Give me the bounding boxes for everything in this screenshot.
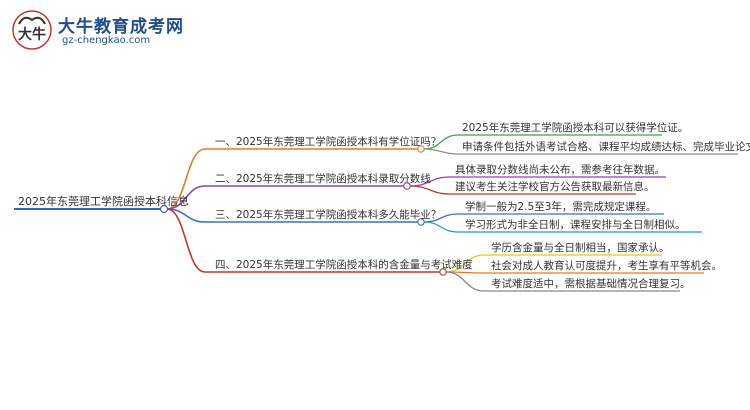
site-logo[interactable]: 大牛 大牛教育成考网 gz-chengkao.com: [10, 8, 190, 52]
branch-4-leaf-2-label[interactable]: 社会对成人教育认可度提升，考生享有平等机会。: [491, 259, 722, 272]
branch-1-leaf-1-label[interactable]: 2025年东莞理工学院函授本科可以获得学位证。: [462, 121, 688, 134]
branch-2-leaf-2-connector: [409, 185, 451, 195]
branch-1-label[interactable]: 一、2025年东莞理工学院函授本科有学位证吗？: [215, 135, 441, 148]
branch-4-leaf-3-label[interactable]: 考试难度适中，需根据基础情况合理复习。: [491, 277, 691, 290]
branch-3-leaf-2-label[interactable]: 学习形式为非全日制，课程安排与全日制相似。: [465, 218, 686, 231]
branch-4-connector: [166, 208, 206, 273]
bull-logo-icon: 大牛: [12, 10, 52, 50]
branch-3-label[interactable]: 三、2025年东莞理工学院函授本科多久能毕业？: [215, 208, 441, 221]
logo-mark-text: 大牛: [18, 26, 46, 43]
branch-1-leaf-2-label[interactable]: 申请条件包括外语考试合格、课程平均成绩达标、完成毕业论文。: [462, 140, 750, 153]
branch-2-connector: [166, 185, 206, 210]
logo-url: gz-chengkao.com: [62, 35, 151, 46]
branch-2-leaf-2-label[interactable]: 建议考生关注学校官方公告获取最新信息。: [455, 180, 655, 193]
branch-3-leaf-1-label[interactable]: 学制一般为2.5至3年，需完成规定课程。: [465, 200, 656, 213]
root-node-label[interactable]: 2025年东莞理工学院函授本科信息: [18, 194, 189, 208]
node-layer: 2025年东莞理工学院函授本科信息 一、2025年东莞理工学院函授本科有学位证吗？…: [18, 121, 750, 290]
branch-4-leaf-3-connector: [445, 271, 485, 292]
branch-3-collapse-knob[interactable]: [417, 218, 425, 226]
branch-4-collapse-knob[interactable]: [439, 268, 447, 276]
root-collapse-knob[interactable]: [159, 204, 169, 214]
underline-layer: [14, 134, 738, 292]
connector-layer: [166, 134, 485, 292]
branch-1-leaf-2-connector: [423, 148, 459, 155]
branch-1-connector: [166, 148, 206, 210]
branch-2-leaf-1-label[interactable]: 具体录取分数线尚未公布，需参考往年数据。: [455, 163, 665, 176]
branch-2-label[interactable]: 二、2025年东莞理工学院函授本科录取分数线: [215, 172, 431, 185]
branch-4-leaf-1-label[interactable]: 学历含金量与全日制相当，国家承认。: [491, 241, 670, 254]
branch-4-label[interactable]: 四、2025年东莞理工学院函授本科的含金量与考试难度: [215, 258, 473, 271]
branch-1-collapse-knob[interactable]: [417, 145, 425, 153]
logo-title: 大牛教育成考网: [58, 17, 184, 37]
branch-2-collapse-knob[interactable]: [403, 182, 411, 190]
branch-3-leaf-2-connector: [423, 221, 459, 233]
